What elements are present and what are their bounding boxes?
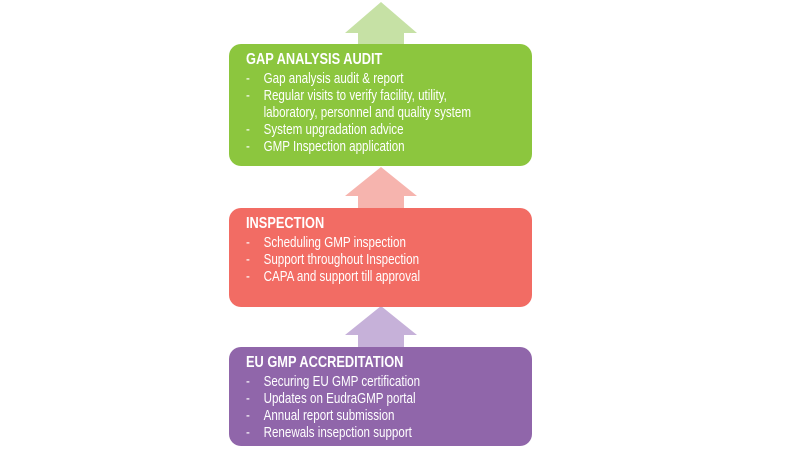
up-arrow-icon bbox=[345, 2, 417, 46]
list-item: Gap analysis audit & report bbox=[246, 71, 534, 88]
list-item: CAPA and support till approval bbox=[246, 269, 534, 286]
list-item: GMP Inspection application bbox=[246, 139, 534, 156]
list-item: Regular visits to verify facility, utili… bbox=[246, 88, 504, 122]
up-arrow-icon bbox=[345, 167, 417, 209]
stage-title: GAP ANALYSIS AUDIT bbox=[246, 51, 383, 68]
up-arrow-icon bbox=[345, 306, 417, 348]
stage-eu-gmp-accreditation: EU GMP ACCREDITATION Securing EU GMP cer… bbox=[229, 347, 532, 446]
list-item: Scheduling GMP inspection bbox=[246, 235, 534, 252]
stage-title: EU GMP ACCREDITATION bbox=[246, 354, 404, 371]
stage-title: INSPECTION bbox=[246, 215, 325, 232]
list-item: Securing EU GMP certification bbox=[246, 374, 534, 391]
list-item: Annual report submission bbox=[246, 408, 534, 425]
stage-inspection: INSPECTION Scheduling GMP inspection Sup… bbox=[229, 208, 532, 307]
stage-gap-analysis-audit: GAP ANALYSIS AUDIT Gap analysis audit & … bbox=[229, 44, 532, 166]
list-item: Renewals insepction support bbox=[246, 425, 534, 442]
list-item: Updates on EudraGMP portal bbox=[246, 391, 534, 408]
list-item: System upgradation advice bbox=[246, 122, 534, 139]
list-item: Support throughout Inspection bbox=[246, 252, 534, 269]
